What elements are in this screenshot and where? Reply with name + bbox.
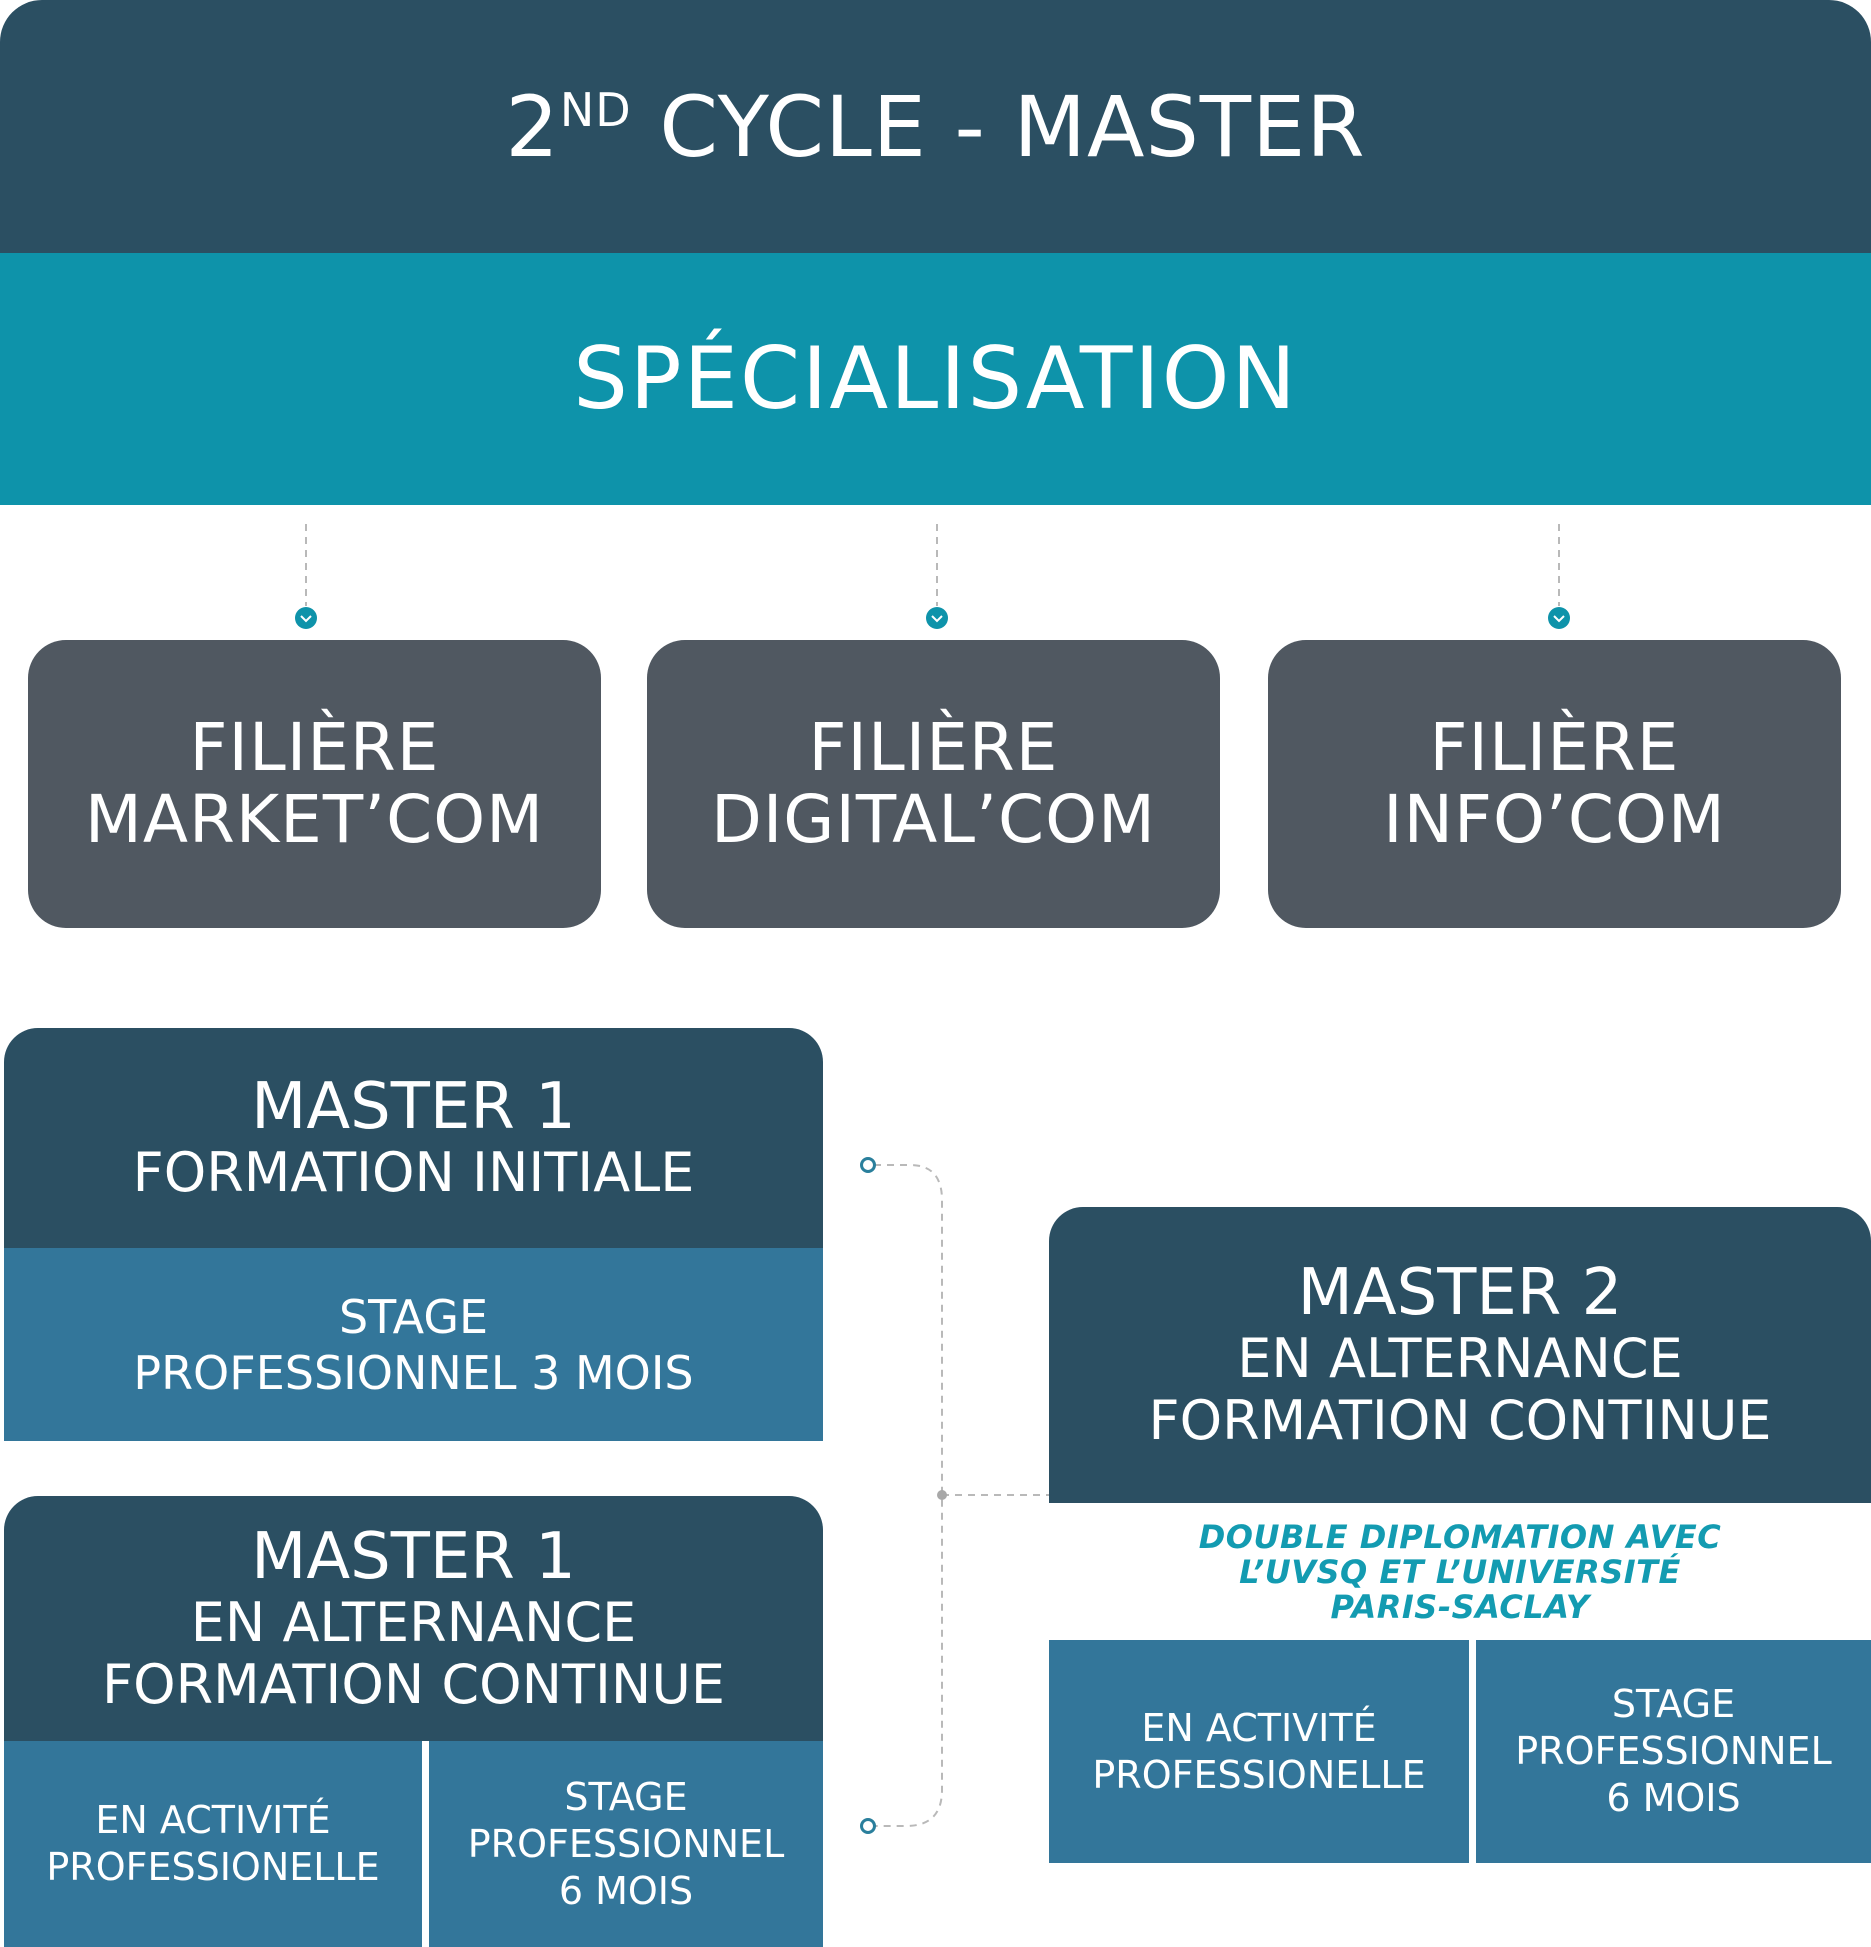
bracket-junction-dot — [937, 1490, 947, 1500]
stage-line: PROFESSIONNEL — [1515, 1729, 1832, 1773]
header-title-superscript: ND — [559, 82, 632, 137]
header-title-lead: 2 — [505, 77, 560, 176]
filiere-name: INFO’COM — [1383, 781, 1726, 858]
note-line: L’UVSQ ET L’UNIVERSITÉ — [1239, 1552, 1681, 1591]
master2-title: MASTER 2 — [1297, 1256, 1623, 1330]
master2-double-diploma-note: DOUBLE DIPLOMATION AVEC L’UVSQ ET L’UNIV… — [1049, 1512, 1871, 1632]
activity-line: EN ACTIVITÉ — [1141, 1705, 1377, 1750]
master1-alternance-title: MASTER 1 — [251, 1519, 576, 1594]
filiere-name: DIGITAL’COM — [711, 781, 1156, 858]
header-title-rest: CYCLE - MASTER — [631, 77, 1366, 176]
master1-alternance-activity: EN ACTIVITÉ PROFESSIONELLE — [4, 1741, 422, 1947]
master2-line: FORMATION CONTINUE — [1148, 1389, 1772, 1452]
master1-initiale-title: MASTER 1 — [251, 1070, 576, 1144]
activity-line: EN ACTIVITÉ — [95, 1798, 331, 1842]
filiere-label: FILIÈRE — [1429, 709, 1680, 786]
chevron-down-icon — [926, 607, 948, 629]
master1-alternance-header: MASTER 1 EN ALTERNANCE FORMATION CONTINU… — [4, 1496, 823, 1741]
bracket-endpoint-bottom — [860, 1818, 876, 1834]
master1-alternance-line: FORMATION CONTINUE — [102, 1652, 725, 1716]
header-title: 2ND CYCLE - MASTER — [505, 85, 1365, 169]
master1-initiale-subtitle: FORMATION INITIALE — [132, 1141, 695, 1204]
note-line: DOUBLE DIPLOMATION AVEC — [1198, 1517, 1722, 1556]
stage-line: STAGE — [338, 1289, 489, 1344]
activity-line: PROFESSIONELLE — [1092, 1752, 1426, 1797]
filiere-digitalcom-box: FILIÈRE DIGITAL’COM — [647, 640, 1220, 928]
master2-stage: STAGE PROFESSIONNEL 6 MOIS — [1476, 1640, 1871, 1863]
master1-initiale-stage: STAGE PROFESSIONNEL 3 MOIS — [4, 1248, 823, 1441]
bracket-connector — [874, 1164, 943, 1827]
bracket-endpoint-top — [860, 1157, 876, 1173]
specialisation-label: SPÉCIALISATION — [573, 329, 1298, 429]
filiere-infocom-box: FILIÈRE INFO’COM — [1268, 640, 1841, 928]
master1-alternance-line: EN ALTERNANCE — [190, 1590, 637, 1654]
master2-header: MASTER 2 EN ALTERNANCE FORMATION CONTINU… — [1049, 1207, 1871, 1503]
stage-line: 6 MOIS — [1606, 1776, 1741, 1820]
header-banner: 2ND CYCLE - MASTER — [0, 0, 1871, 253]
filiere-label: FILIÈRE — [808, 709, 1059, 786]
master2-line: EN ALTERNANCE — [1237, 1327, 1683, 1390]
filiere-name: MARKET’COM — [84, 781, 545, 858]
specialisation-band: SPÉCIALISATION — [0, 253, 1871, 505]
activity-line: PROFESSIONELLE — [46, 1845, 380, 1889]
master1-alternance-stage: STAGE PROFESSIONNEL 6 MOIS — [429, 1741, 823, 1947]
chevron-down-icon — [295, 607, 317, 629]
stage-line: STAGE — [1611, 1682, 1736, 1726]
filiere-label: FILIÈRE — [189, 709, 440, 786]
stage-line: 6 MOIS — [558, 1868, 694, 1913]
stage-line: PROFESSIONNEL — [467, 1821, 785, 1866]
filiere-marketcom-box: FILIÈRE MARKET’COM — [28, 640, 601, 928]
stage-line: PROFESSIONNEL 3 MOIS — [133, 1345, 694, 1400]
master1-initiale-header: MASTER 1 FORMATION INITIALE — [4, 1028, 823, 1248]
master2-activity: EN ACTIVITÉ PROFESSIONELLE — [1049, 1640, 1469, 1863]
stage-line: STAGE — [564, 1774, 688, 1819]
note-line: PARIS-SACLAY — [1330, 1587, 1590, 1626]
chevron-down-icon — [1548, 607, 1570, 629]
